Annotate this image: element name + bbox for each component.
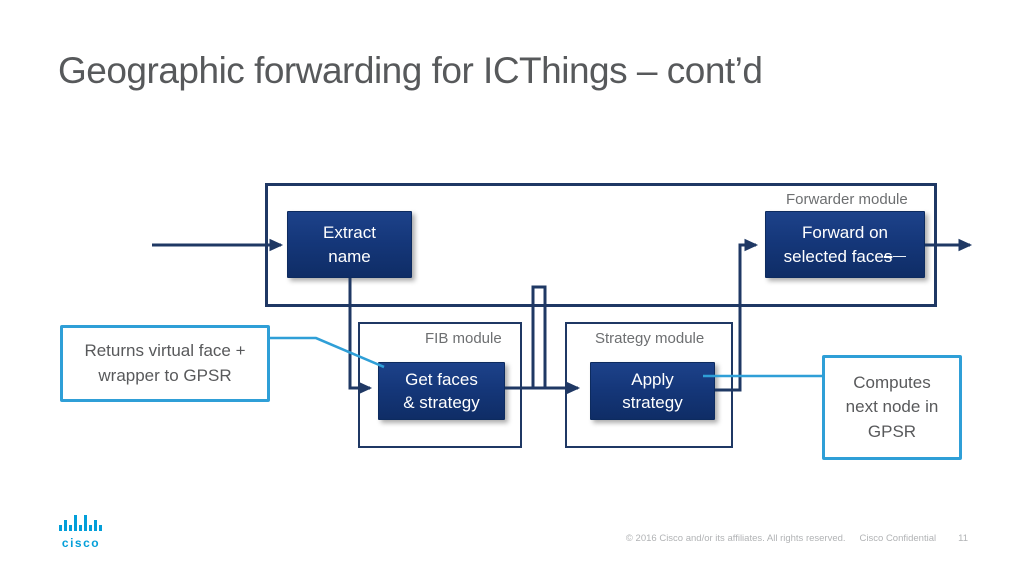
callout-left-line2: wrapper to GPSR bbox=[98, 365, 232, 385]
extract-name-line1: Extract bbox=[323, 223, 376, 243]
slide-footer: © 2016 Cisco and/or its affiliates. All … bbox=[626, 533, 968, 544]
forward-on-selected-faces-box: Forward on selected faces bbox=[765, 211, 925, 278]
forward-line2-struck-s: s bbox=[883, 246, 893, 266]
footer-confidential: Cisco Confidential bbox=[859, 533, 937, 544]
extract-name-line2: name bbox=[328, 246, 371, 266]
callout-left-line1: Returns virtual face + bbox=[84, 340, 246, 360]
callout-right-line3: GPSR bbox=[867, 421, 917, 441]
apply-line1: Apply bbox=[631, 369, 674, 389]
footer-page-number: 11 bbox=[958, 533, 968, 544]
apply-line2: strategy bbox=[622, 393, 683, 412]
forward-line2: selected face bbox=[783, 246, 884, 266]
getfaces-line2: & strategy bbox=[403, 393, 480, 412]
cisco-logo-bars-icon bbox=[59, 515, 102, 531]
extract-name-box: Extract name bbox=[287, 211, 412, 278]
callout-right-line1: Computes bbox=[853, 372, 931, 392]
strikethrough-line bbox=[893, 255, 907, 258]
callout-computes-next-node: Computes next node in GPSR bbox=[822, 355, 962, 460]
callout-right-line2: next node in bbox=[845, 397, 939, 417]
footer-copyright: © 2016 Cisco and/or its affiliates. All … bbox=[625, 533, 846, 544]
cisco-logo-wordmark: cisco bbox=[61, 536, 101, 550]
slide-title: Geographic forwarding for ICThings – con… bbox=[58, 50, 763, 91]
get-faces-strategy-box: Get faces & strategy bbox=[378, 362, 505, 420]
forwarder-module-label: Forwarder module bbox=[786, 191, 908, 208]
callout-returns-virtual-face: Returns virtual face + wrapper to GPSR bbox=[60, 325, 270, 402]
apply-strategy-box: Apply strategy bbox=[590, 362, 715, 420]
fib-module-label: FIB module bbox=[425, 330, 502, 347]
strategy-module-label: Strategy module bbox=[595, 330, 705, 347]
getfaces-line1: Get faces bbox=[405, 369, 478, 389]
cisco-logo: cisco bbox=[55, 515, 107, 550]
forward-line1: Forward on bbox=[802, 223, 888, 243]
